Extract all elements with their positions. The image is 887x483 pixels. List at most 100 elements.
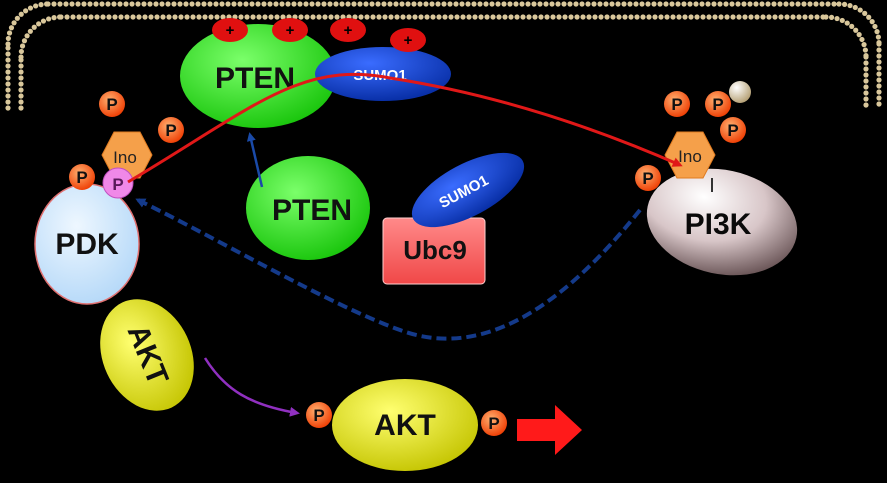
membrane-bead [5,81,11,87]
membrane-bead [159,1,165,7]
membrane-bead [802,14,808,20]
membrane-bead [51,1,57,7]
membrane-bead [471,1,477,7]
membrane-bead [405,1,411,7]
membrane-bead [38,2,44,8]
membrane-bead [772,14,778,20]
membrane-bead [520,14,526,20]
membrane-bead [18,63,24,69]
membrane-bead [863,90,869,96]
membrane-bead [585,1,591,7]
membrane-bead [147,1,153,7]
membrane-bead [196,14,202,20]
membrane-bead [790,14,796,20]
membrane-bead [262,14,268,20]
membrane-bead [123,1,129,7]
membrane-bead [866,14,872,20]
membrane-bead [418,14,424,20]
membrane-bead [57,1,63,7]
membrane-bead [249,1,255,7]
pdk-label: PDK [55,228,119,261]
membrane-bead [852,4,858,11]
membrane-bead [31,24,37,30]
membrane-bead [18,48,24,55]
membrane-bead [834,15,840,22]
membrane-bead [604,14,610,20]
membrane-bead [406,14,412,20]
membrane-bead [657,1,663,7]
membrane-bead [825,1,831,7]
membrane-bead [568,14,574,20]
membrane-bead [423,1,429,7]
inositol-right-label: Ino [678,147,702,166]
membrane-bead [280,14,286,20]
svg-text:+: + [404,32,413,49]
svg-text:P: P [671,95,682,114]
membrane-bead [5,69,11,75]
membrane-bead [639,1,645,7]
membrane-bead [45,1,51,7]
membrane-bead [640,14,646,20]
membrane-bead [447,1,453,7]
membrane-bead [309,1,315,7]
membrane-bead [525,1,531,7]
membrane-bead [160,14,166,20]
membrane-bead [430,14,436,20]
membrane-bead [166,14,172,20]
membrane-bead [274,14,280,20]
phospho-right-left: P [635,165,661,191]
membrane-bead [747,1,753,7]
membrane-bead [339,1,345,7]
membrane-bead [622,14,628,20]
membrane-bead [375,1,381,7]
membrane-bead [496,14,502,20]
pten-center-label: PTEN [272,194,352,227]
membrane-bead [142,14,148,20]
membrane-bead [189,1,195,7]
membrane-bead [75,1,81,7]
membrane-bead [111,1,117,7]
membrane-bead [297,1,303,7]
membrane-bead [5,105,11,111]
membrane-bead [876,101,882,107]
membrane-bead [519,1,525,7]
sumo1-center-shape [411,152,525,228]
plus-charge-1: + [212,18,248,42]
membrane-bead [819,1,825,7]
membrane-bead [807,1,813,7]
membrane-bead [687,1,693,7]
membrane-bead [658,14,664,20]
phospho-left-pink: P [102,167,134,199]
membrane-bead [876,59,882,65]
membrane-bead [555,1,561,7]
membrane-bead [304,14,310,20]
membrane-bead [615,1,621,7]
membrane-bead [82,14,88,20]
membrane-bead [327,1,333,7]
membrane-bead [538,14,544,20]
akt-diagonal-shape [100,299,194,411]
svg-text:+: + [286,22,295,39]
membrane-bead [285,1,291,7]
membrane-bead [351,1,357,7]
membrane-bead [706,14,712,20]
membrane-bead [847,2,853,9]
membrane-bead [795,1,801,7]
membrane-bead [5,57,11,63]
membrane-bead [759,1,765,7]
membrane-bead [321,1,327,7]
pi3k-label: PI3K [685,208,752,241]
svg-text:P: P [642,169,653,188]
membrane-bead [27,28,33,34]
membrane-bead [298,14,304,20]
membrane-bead [99,1,105,7]
membrane-bead [18,87,24,93]
membrane-bead [333,1,339,7]
membrane-bead [562,14,568,20]
membrane-bead [435,1,441,7]
membrane-bead [208,14,214,20]
akt-diagonal-group: AKT [100,299,194,411]
membrane-bead [663,1,669,7]
inositol-left-label: Ino [113,148,137,167]
